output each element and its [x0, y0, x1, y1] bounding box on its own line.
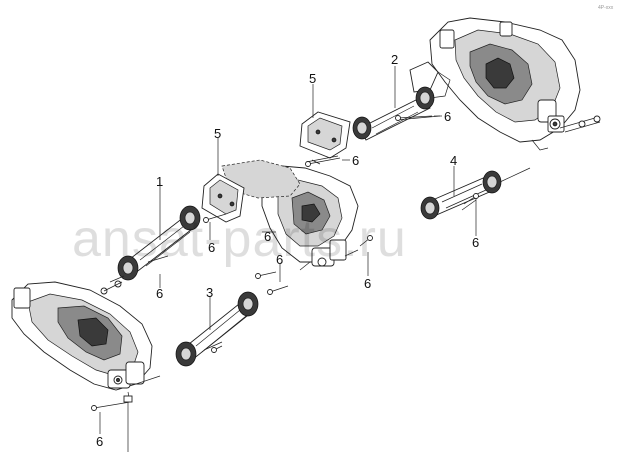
callout-label: 6: [364, 276, 371, 291]
torque-rod-1: [109, 205, 201, 283]
callout-label: 6: [96, 434, 103, 449]
callout-label: 6: [352, 153, 359, 168]
callout-label: 4: [450, 153, 457, 168]
callout-label: 6: [208, 240, 215, 255]
torque-rod-3: [175, 291, 259, 367]
callouts: 1 2 3 4 5 5 6 6 6 6 6 6 6 6 6: [96, 52, 479, 449]
torque-rod-4: [420, 167, 531, 220]
bolts: [91, 115, 479, 452]
callout-label: 5: [309, 71, 316, 86]
callout-label: 5: [214, 126, 221, 141]
callout-label: 3: [206, 285, 213, 300]
callout-label: 6: [276, 252, 283, 267]
callout-label: 6: [444, 109, 451, 124]
mount-bracket-upper: [299, 111, 351, 165]
callout-label: 1: [156, 174, 163, 189]
left-axle-frame: [11, 280, 161, 403]
center-axle-frame: [221, 159, 359, 271]
corner-mark: 4P-xxx: [598, 5, 614, 11]
callout-label: 6: [264, 229, 271, 244]
callout-label: 6: [472, 235, 479, 250]
right-axle-frame: [409, 17, 601, 151]
torque-rod-2: [352, 86, 441, 141]
watermark: ansat-parts.ru: [72, 210, 407, 268]
leader-lines: [99, 66, 477, 434]
callout-label: 2: [391, 52, 398, 67]
callout-label: 6: [156, 286, 163, 301]
